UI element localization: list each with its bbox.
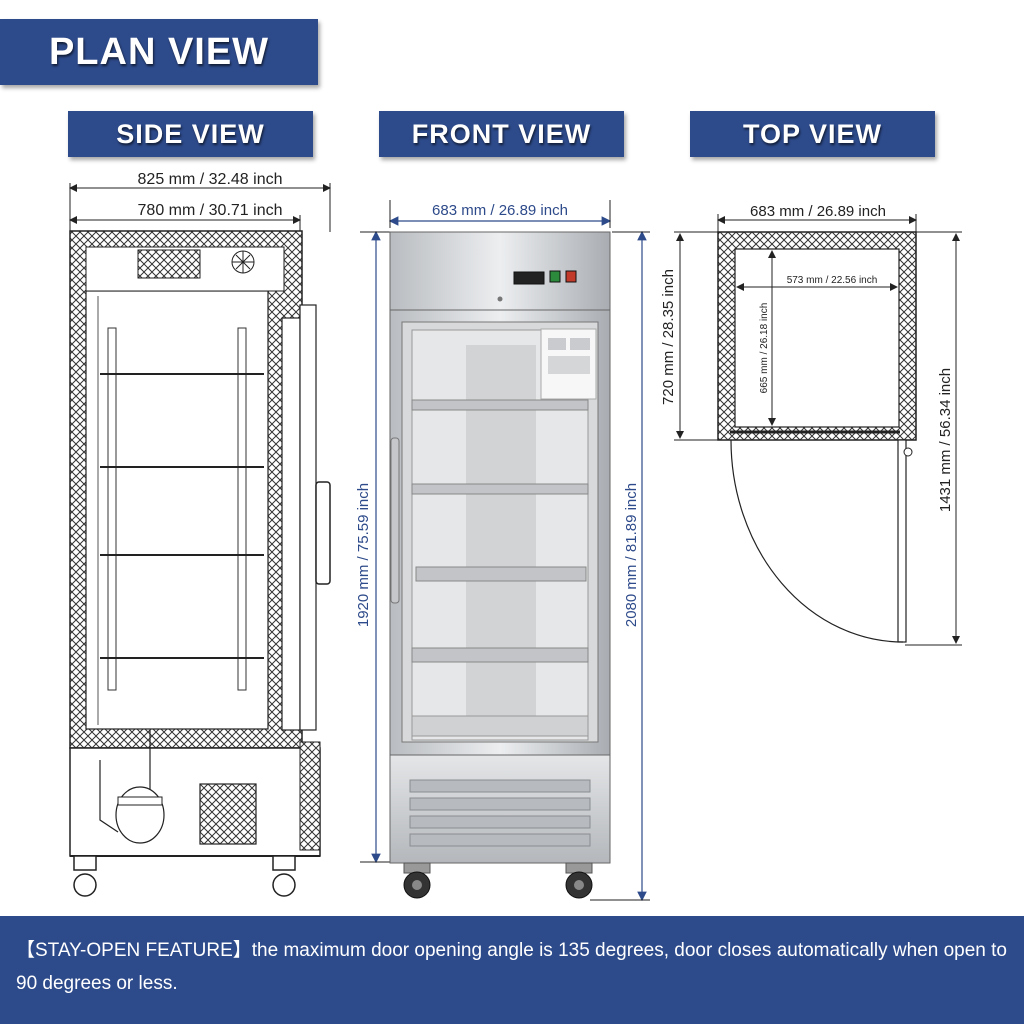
top-door-open-depth-dim: 1431 mm / 56.34 inch xyxy=(937,368,954,512)
top-view-title: TOP VIEW xyxy=(742,118,883,149)
side-inner-width-dim: 780 mm / 30.71 inch xyxy=(138,202,283,219)
top-inner-depth-dim: 665 mm / 26.18 inch xyxy=(759,303,770,394)
side-view-title: SIDE VIEW xyxy=(116,118,265,149)
top-depth-dim: 720 mm / 28.35 inch xyxy=(660,269,677,405)
side-view-banner: SIDE VIEW xyxy=(68,111,313,157)
front-view-banner: FRONT VIEW xyxy=(379,111,624,157)
front-body-height-dim: 1920 mm / 75.59 inch xyxy=(355,483,372,627)
top-inner-width-dim: 573 mm / 22.56 inch xyxy=(787,275,878,286)
plan-view-banner: PLAN VIEW xyxy=(0,19,318,85)
top-view-drawing: 683 mm / 26.89 inch 573 mm / 22.56 inch … xyxy=(660,203,962,646)
side-view-drawing: 825 mm / 32.48 inch 780 mm / 30.71 inch xyxy=(69,171,331,897)
front-width-dim: 683 mm / 26.89 inch xyxy=(432,202,568,219)
plan-view-title: PLAN VIEW xyxy=(48,30,270,73)
stay-open-feature-note: 【STAY-OPEN FEATURE】the maximum door open… xyxy=(0,916,1024,1024)
top-view-banner: TOP VIEW xyxy=(690,111,935,157)
top-outer-width-dim: 683 mm / 26.89 inch xyxy=(750,203,886,220)
feature-text: the maximum door opening angle is 135 de… xyxy=(16,940,1007,994)
side-outer-width-dim: 825 mm / 32.48 inch xyxy=(138,171,283,188)
front-view-title: FRONT VIEW xyxy=(411,118,592,149)
feature-tag: 【STAY-OPEN FEATURE】 xyxy=(16,940,252,961)
front-view-drawing: 683 mm / 26.89 inch 1920 mm / 75.59 inch… xyxy=(355,200,650,902)
plan-drawing: 825 mm / 32.48 inch 780 mm / 30.71 inch xyxy=(69,171,962,902)
front-total-height-dim: 2080 mm / 81.89 inch xyxy=(623,483,640,627)
